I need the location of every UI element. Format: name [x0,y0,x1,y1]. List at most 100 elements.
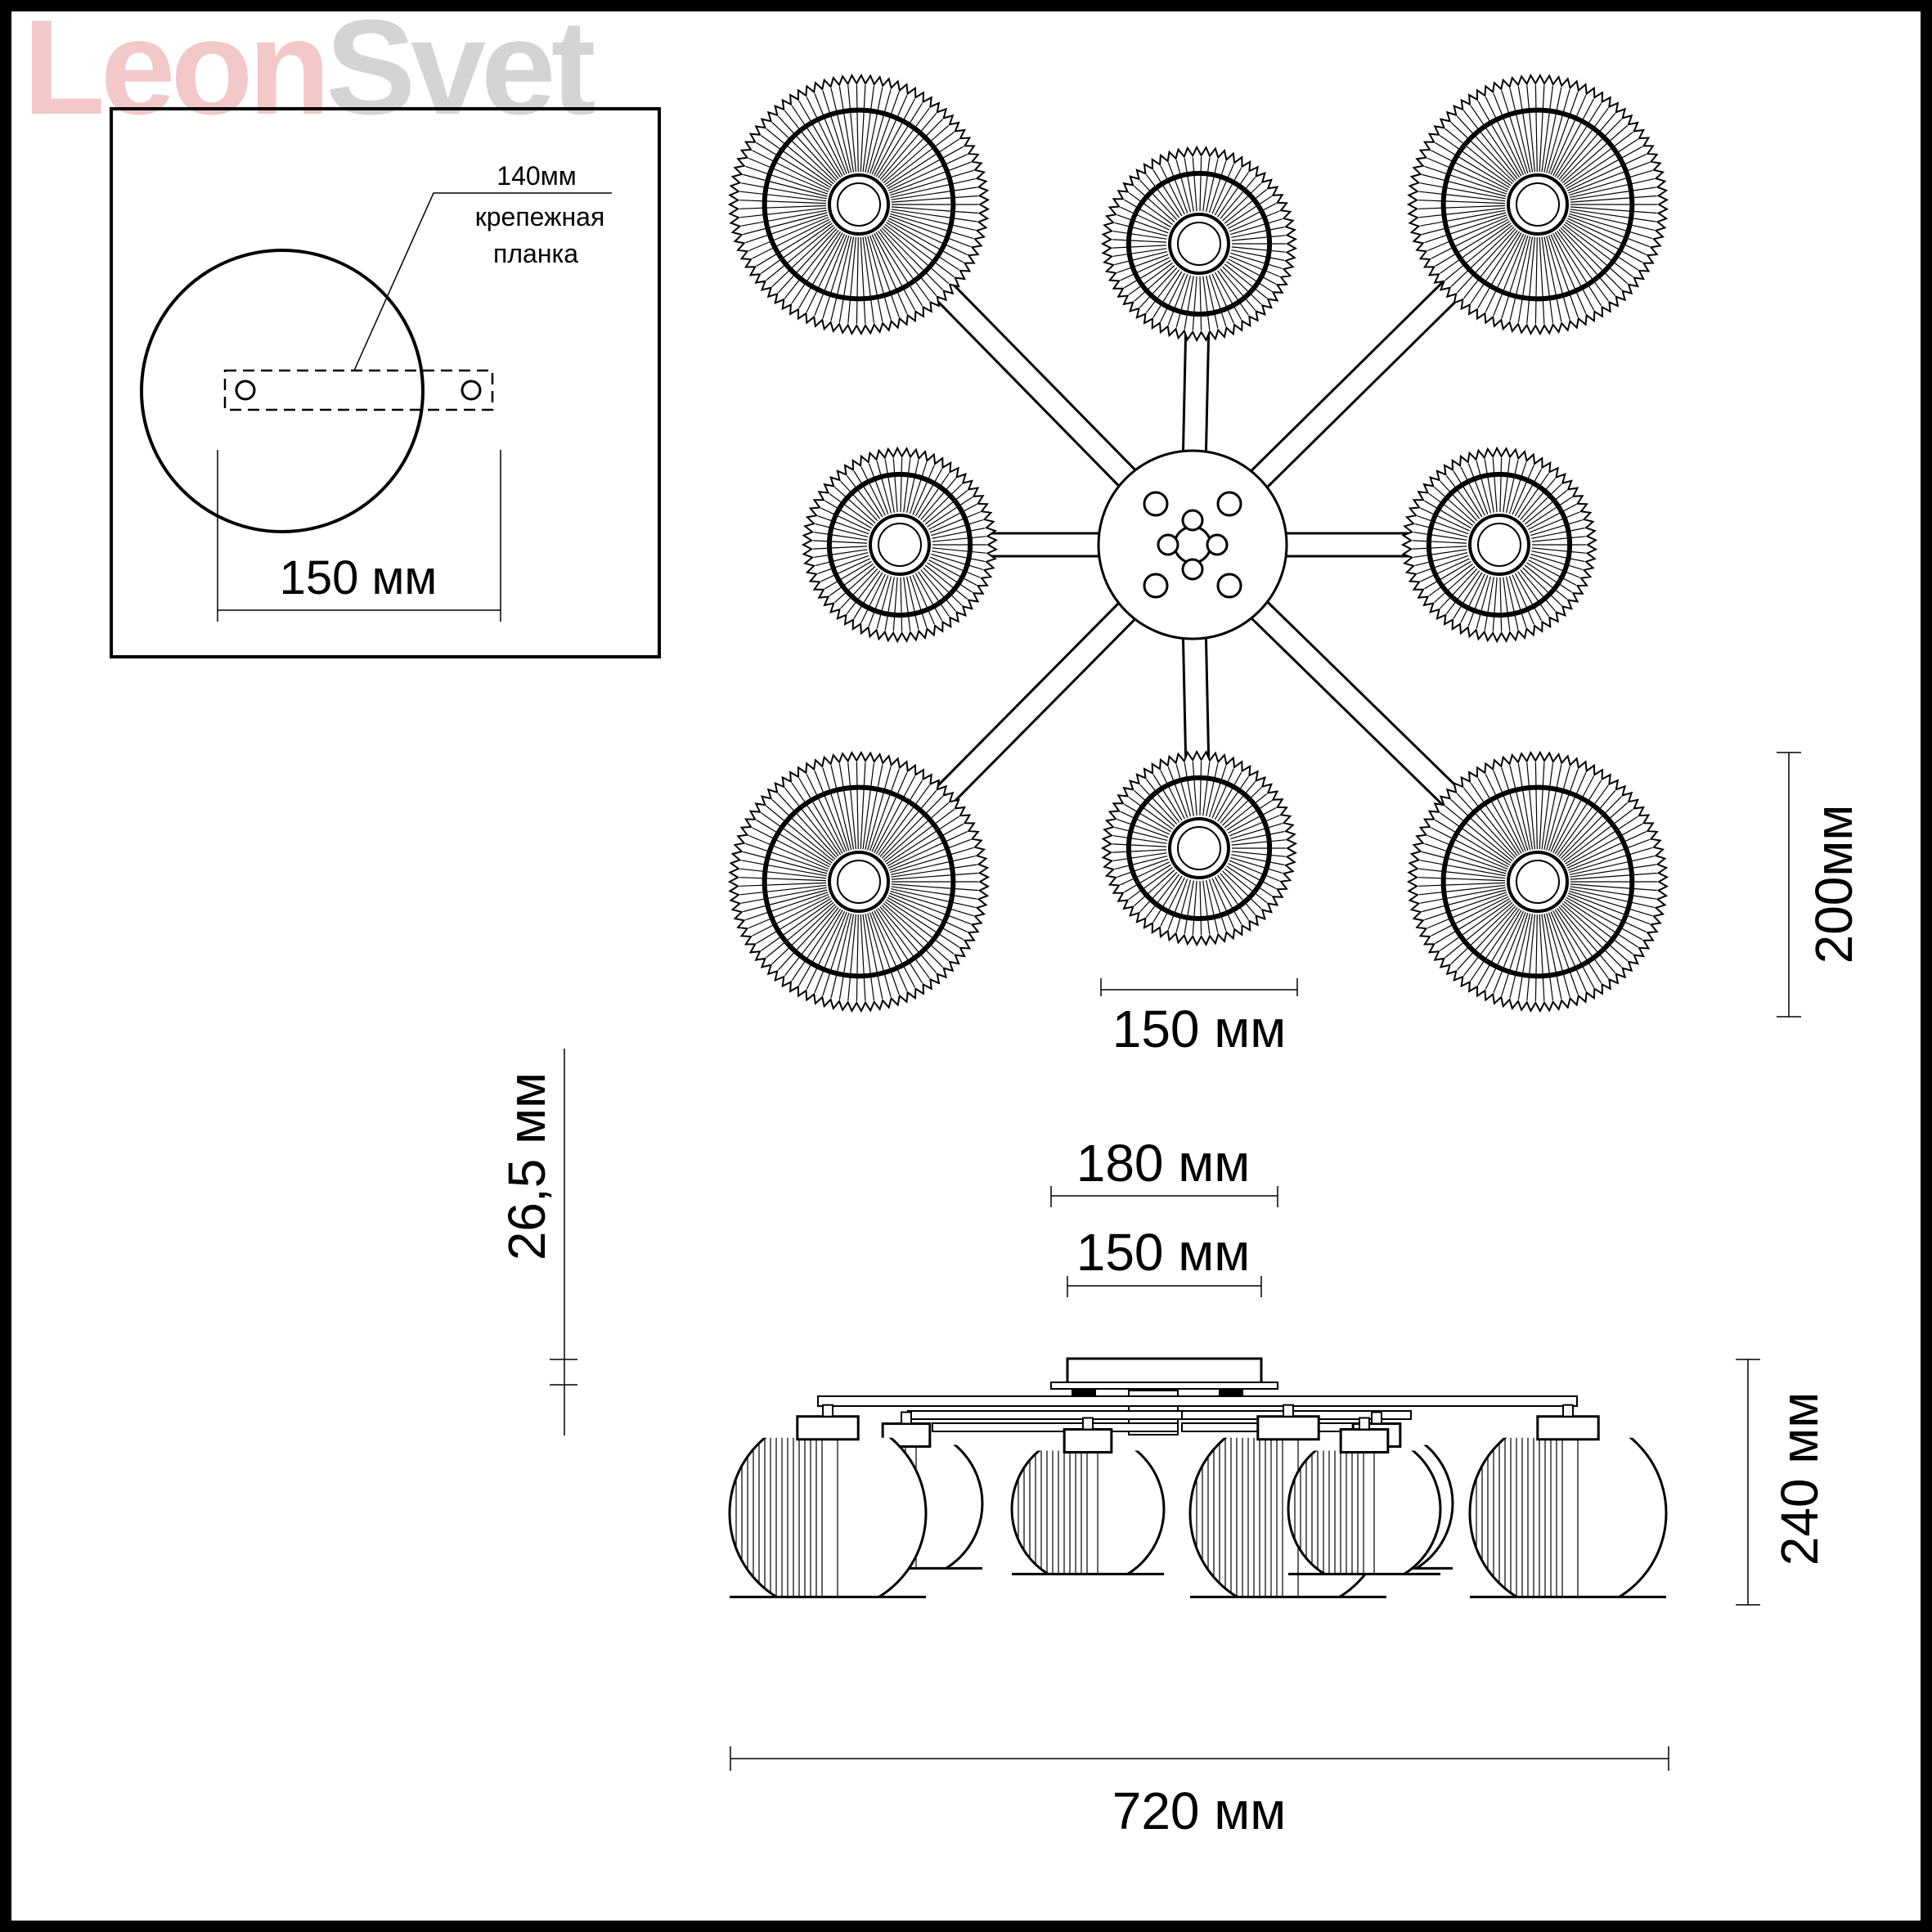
shade-rib [878,107,930,179]
shade-rib [1558,790,1615,857]
shade-rib [1128,867,1173,900]
shade-rib [924,564,968,600]
shade-rib [1554,780,1602,855]
shade-rib [1563,223,1633,277]
shade-rib [814,771,847,852]
shade-rib [1570,872,1657,880]
shade-inner-ring [1126,170,1273,317]
shade-rib [878,784,930,856]
shade-rib [862,914,874,1000]
shade-rib [1506,460,1519,514]
shade-rib [847,570,881,614]
shade-rib [1134,265,1175,302]
globe-outline [1010,1450,1166,1575]
shade-rib [1199,276,1202,331]
shade-socket-inner [1177,826,1221,870]
shade-rib [838,914,855,1000]
shade-rib [1560,905,1622,968]
shade-rib [824,500,872,529]
hub-arm-end-1 [1143,491,1169,517]
shade-rib [847,85,856,173]
shade-rib [1524,564,1567,600]
shade-rib [1139,871,1178,913]
shade-rib [847,762,856,850]
side-arm-low-left [932,1422,1179,1432]
shade-rib [1152,774,1183,821]
shade-top-right [1406,73,1669,336]
shade-rib [1435,142,1511,188]
shade-rib [1548,235,1579,317]
shade-ribs [1112,156,1286,331]
shade-ribs [1418,762,1657,1002]
shade-rib [1417,555,1469,574]
shade-rib [761,900,833,951]
globe-cap [796,1415,860,1441]
shade-rib [1485,97,1525,176]
shades [727,73,1669,1013]
shade-inner-ring [1126,775,1273,922]
shade-rib [875,231,923,307]
shade-rib [791,105,842,178]
shade-rib [1543,914,1562,1000]
shade-rib [1440,568,1478,609]
shade-rib [1124,259,1171,289]
shade-rib [888,895,968,932]
shade-rib [829,493,874,526]
shade-rib [1529,511,1580,533]
shade-rib [1485,774,1525,853]
shade-rib [1167,766,1188,818]
bracket-label-line-3: планка [493,239,578,268]
shade-rib [1526,85,1535,173]
shade-rib [1217,270,1249,316]
shade-rib [1445,128,1513,185]
shade-rib [892,577,898,631]
shade-rib [929,511,981,533]
shade-mid-right [1400,446,1598,644]
shade-rib [865,764,883,850]
shade-rib [881,119,943,182]
shade-rib [1228,203,1277,229]
shade-rib [891,206,978,214]
shade-rib [878,230,930,302]
shade-rib [1424,560,1471,590]
shade-rib [1114,856,1168,869]
shade-rib [1208,878,1227,931]
shade-rib [889,215,971,248]
shade-rib [1550,234,1587,314]
shade-rib [1211,164,1234,214]
shade-rib [1565,899,1638,948]
shade-rib [814,911,847,993]
shade-rib [791,231,842,304]
shade-rib [1570,206,1657,214]
shade-rib [1546,89,1570,173]
shade-rib [1514,573,1543,621]
shade-rib [1214,772,1242,820]
shade-rib [1554,102,1602,177]
shade-rib [1124,199,1171,228]
shade-rib [906,460,919,514]
shade-rib [874,775,915,853]
shade-rib [1120,257,1170,281]
shade-rib [1569,178,1655,198]
shade-rib [1184,880,1194,934]
shade-rib [891,195,978,203]
globe-neck [1283,1404,1294,1418]
shade-rib [890,888,976,908]
shade-rib [1202,880,1211,935]
shade-rib [739,207,827,218]
shade-rib [745,165,829,195]
shade-rib [1231,246,1286,253]
shade-rib [912,574,935,625]
shade-rib [1112,239,1167,243]
shade-rib [1501,767,1529,851]
shade-rib [834,487,876,523]
shade-rib [1568,838,1650,871]
shade-rib [814,549,868,558]
shade-rib [1175,879,1192,932]
shade-rib [1477,910,1522,986]
shade-rib [1217,776,1249,822]
shade-rib [1460,573,1485,623]
shade-rib [1226,800,1273,831]
shade-rib [891,886,977,900]
shade-rib [1434,487,1476,523]
